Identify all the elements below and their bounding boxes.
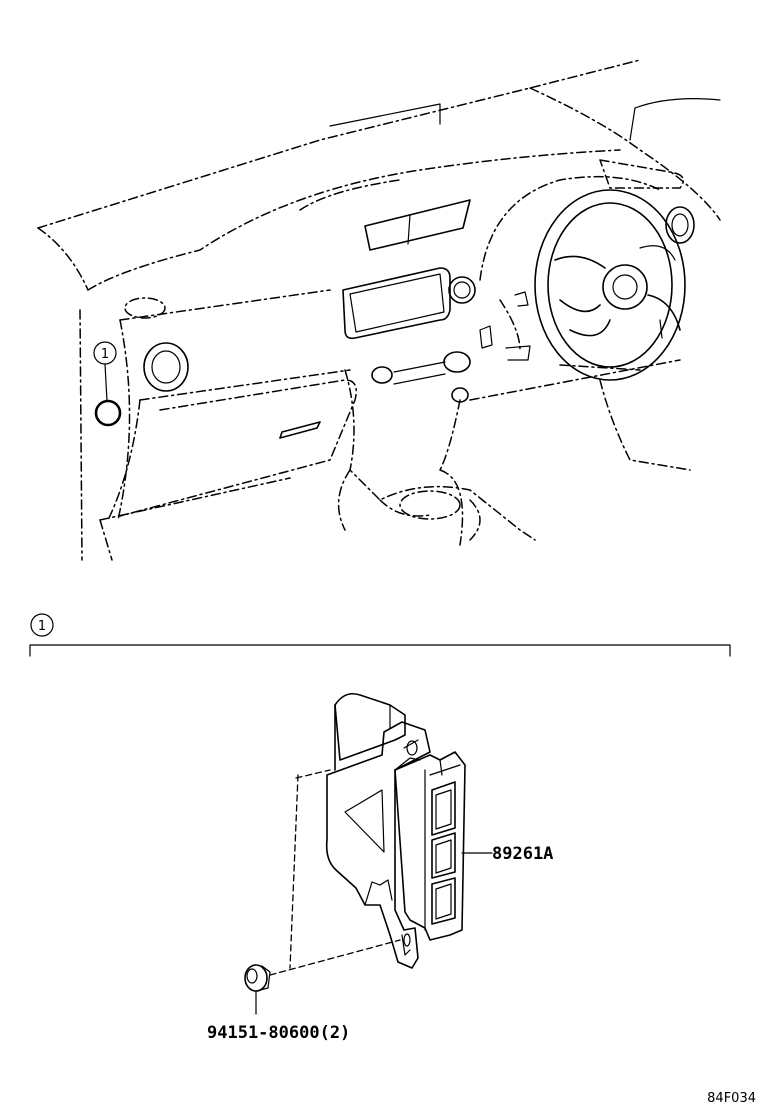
section-header: 1 — [29, 613, 731, 657]
location-marker — [94, 399, 122, 427]
section-circle — [30, 613, 54, 637]
part-number-clip: 94151-80600(2) — [207, 1023, 350, 1043]
part-number-module: 89261A — [492, 844, 553, 864]
callout-number: 1 — [101, 347, 109, 362]
clip-fastener — [244, 964, 271, 992]
section-number: 1 — [38, 619, 46, 634]
dashboard-illustration: 1 — [37, 59, 721, 561]
module-assembly: 89261A 94151-80600(2) — [207, 692, 553, 1043]
illustration-code: 84F034 — [707, 1091, 756, 1106]
